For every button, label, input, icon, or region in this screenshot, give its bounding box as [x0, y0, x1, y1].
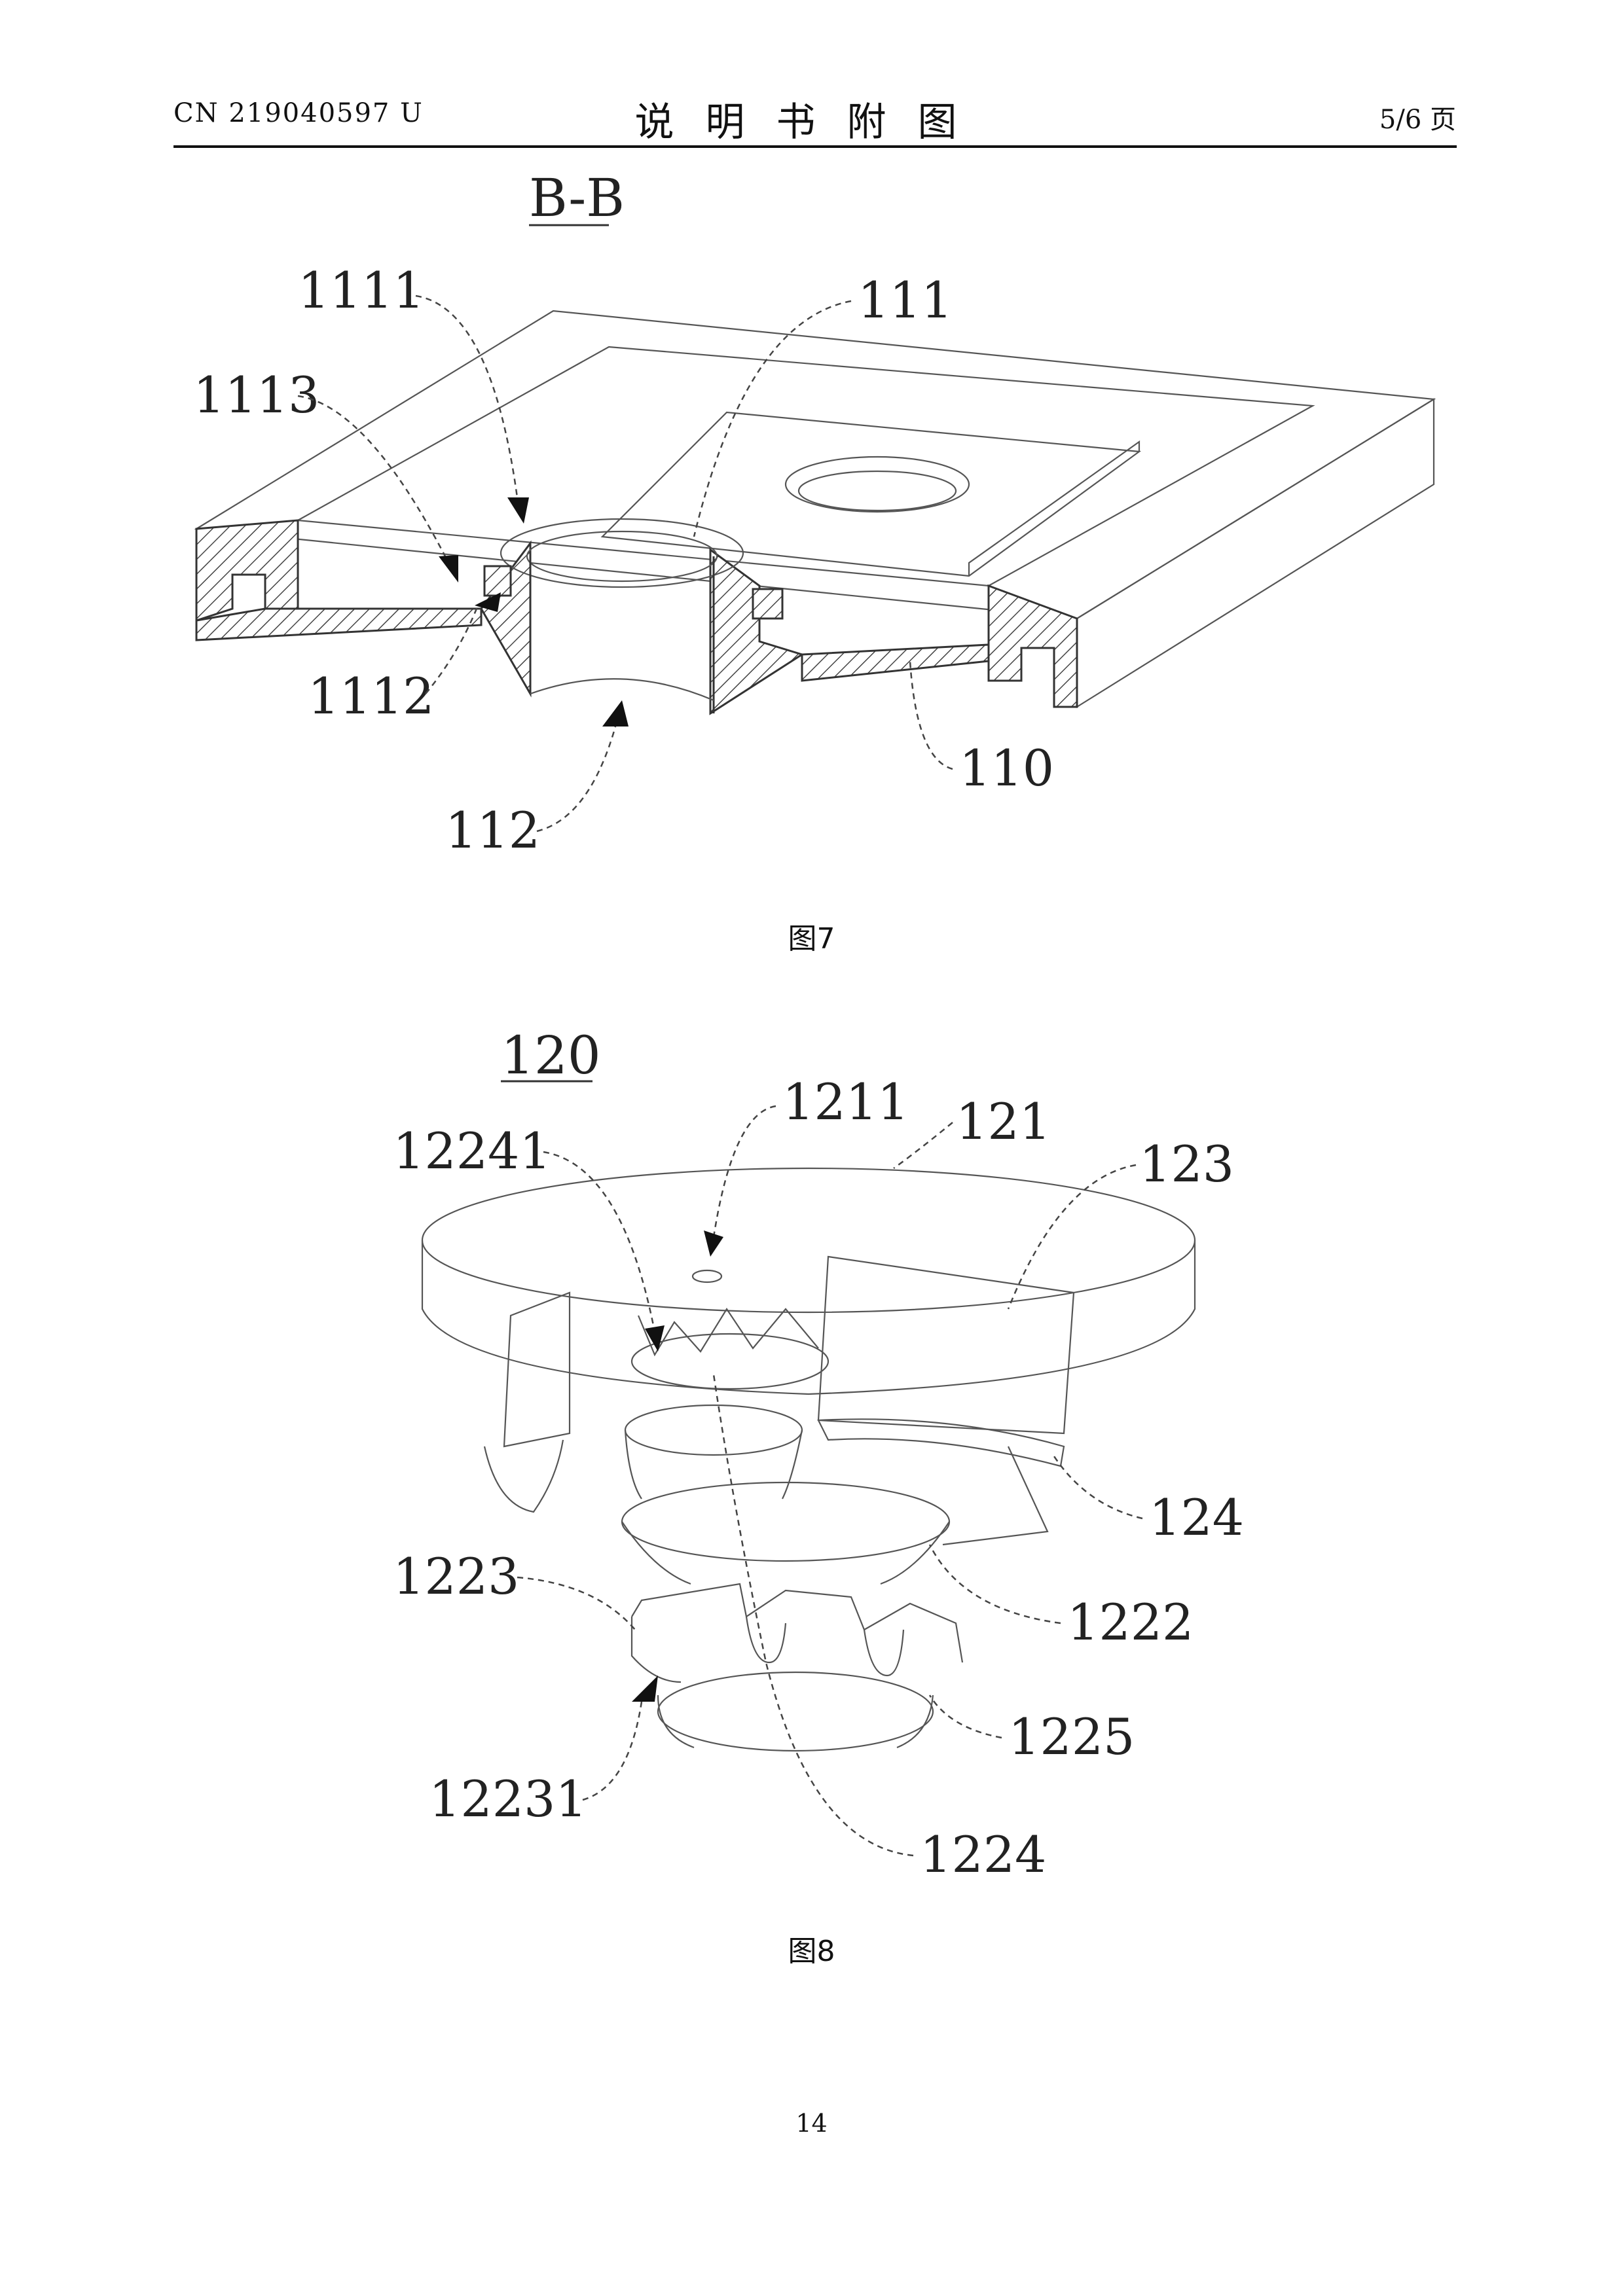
left-latch-hook	[483, 1439, 564, 1513]
label-124: 124	[1149, 1488, 1244, 1547]
label-12241: 12241	[393, 1122, 551, 1180]
block-123	[817, 1255, 1075, 1435]
section-title: 说明书附图	[634, 99, 989, 145]
arrow-1113	[439, 555, 458, 583]
figure-8-drawing: 120 1211 121 12241 123 124 1223 1222 122…	[393, 1025, 1244, 1884]
seal-groove-left	[483, 565, 512, 597]
label-1211: 1211	[782, 1073, 909, 1131]
arrow-1111	[507, 497, 529, 524]
section-mark: B-B	[529, 168, 625, 228]
label-1111: 1111	[298, 261, 424, 319]
lower-ring-left	[630, 1617, 682, 1683]
lower-ring-body	[657, 1695, 934, 1749]
leader-124	[1053, 1456, 1143, 1520]
label-1222: 1222	[1067, 1593, 1194, 1651]
leader-110	[909, 660, 953, 770]
leader-111	[693, 300, 852, 537]
platform-hole	[784, 456, 970, 513]
boss-right-section	[709, 548, 805, 715]
bore-bottom	[530, 678, 714, 702]
page-of: 5/6 页	[1379, 105, 1456, 135]
leader-1223	[517, 1576, 636, 1630]
lower-teeth	[631, 1583, 964, 1663]
figure-8-caption: 图8	[788, 1935, 835, 1968]
arrow-12241	[645, 1325, 665, 1352]
upper-ring	[630, 1333, 830, 1390]
figure-7-caption: 图7	[788, 922, 835, 956]
bottom-plate-left-section	[195, 607, 483, 641]
leader-1222	[928, 1544, 1061, 1624]
leader-1224	[712, 1374, 914, 1857]
notch-1	[745, 1616, 787, 1664]
notch-2	[863, 1629, 905, 1677]
leader-1113	[297, 395, 447, 557]
header-rule	[173, 145, 1457, 148]
leader-12241	[543, 1151, 656, 1333]
seal-groove-right	[752, 588, 784, 620]
figure-7-drawing: B-B 1111 111 1113 1112 110 112	[193, 168, 1436, 859]
label-1112: 1112	[308, 667, 434, 725]
right-wall-section	[987, 584, 1078, 708]
page-number: 14	[795, 2109, 828, 2138]
label-121: 121	[956, 1092, 1051, 1151]
leader-121	[893, 1122, 953, 1170]
label-111: 111	[858, 271, 953, 329]
boss-bore-top	[526, 530, 718, 583]
arrow-12231	[632, 1676, 658, 1702]
cone-lower-rim	[621, 1481, 951, 1562]
left-wall-section	[195, 519, 299, 622]
platform-edge	[968, 440, 1140, 576]
disc-side	[421, 1240, 1196, 1395]
tray-right-wall	[1076, 398, 1435, 708]
cone-lower-side	[621, 1521, 950, 1585]
leader-112	[536, 726, 617, 833]
leader-123	[1007, 1164, 1137, 1310]
boss-top-ring	[500, 518, 744, 588]
label-12231: 12231	[429, 1770, 587, 1828]
label-1223: 1223	[393, 1547, 519, 1605]
label-1224: 1224	[920, 1825, 1046, 1884]
arrow-112	[602, 700, 629, 726]
upper-teeth-12241	[637, 1307, 819, 1357]
tray-inner-rim	[295, 346, 1315, 587]
leader-1111	[415, 295, 519, 498]
leader-1211	[712, 1105, 776, 1238]
cone-upper-rim	[624, 1404, 803, 1456]
rail-124-lower	[942, 1446, 1049, 1546]
cone-upper-side	[624, 1429, 803, 1499]
rail-124	[817, 1418, 1065, 1467]
leader-12231	[582, 1701, 643, 1801]
label-1225: 1225	[1008, 1708, 1135, 1766]
label-110: 110	[959, 739, 1054, 797]
publication-number: CN 219040597 U	[173, 98, 424, 128]
lower-ring-bottom	[657, 1671, 934, 1752]
arrow-1211	[704, 1230, 723, 1257]
raised-platform	[600, 411, 1141, 577]
label-123: 123	[1139, 1135, 1234, 1193]
leader-1225	[928, 1695, 1002, 1739]
disc-top	[421, 1167, 1196, 1314]
left-latch	[503, 1291, 571, 1448]
arrow-1112	[475, 592, 501, 612]
leader-1112	[425, 605, 479, 694]
bottom-plate-right-section	[801, 643, 990, 682]
label-1113: 1113	[193, 366, 319, 424]
disc-hole-1211	[691, 1269, 723, 1283]
assembly-label: 120	[501, 1025, 601, 1086]
platform-hole-inner	[797, 470, 957, 512]
label-112: 112	[445, 801, 540, 859]
